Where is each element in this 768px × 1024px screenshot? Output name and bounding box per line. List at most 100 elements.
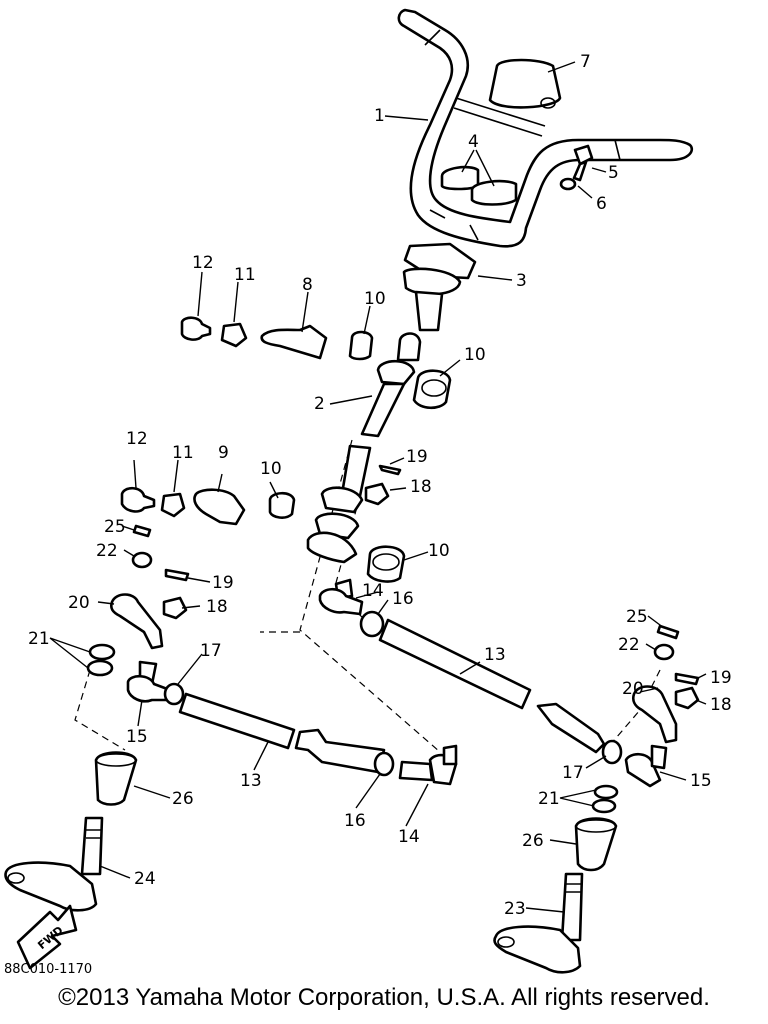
label-20-right: 20	[622, 679, 644, 699]
bolt-12-upper	[180, 316, 212, 341]
label-11-lower: 11	[172, 443, 194, 463]
cotter-pin-19-left	[164, 568, 190, 582]
label-19-right: 19	[710, 668, 732, 688]
label-16-right: 16	[392, 589, 414, 609]
label-5: 5	[608, 163, 619, 183]
locknut-17-left	[163, 682, 185, 706]
label-13-left: 13	[240, 771, 262, 791]
label-11-upper: 11	[234, 265, 256, 285]
label-17-right: 17	[562, 763, 584, 783]
nut-18-right	[674, 686, 700, 710]
label-10-d: 10	[428, 541, 450, 561]
label-18-center: 18	[410, 477, 432, 497]
nut-22-right	[653, 643, 675, 661]
label-9: 9	[218, 443, 229, 463]
bushing-10-d	[366, 545, 406, 583]
tie-rod-end-15-right	[624, 744, 668, 788]
steering-shaft-holder	[402, 242, 477, 332]
label-7: 7	[580, 52, 591, 72]
label-26-left: 26	[172, 789, 194, 809]
label-15-left: 15	[126, 727, 148, 747]
drawing-code: 88C010-1170	[4, 962, 92, 977]
knuckle-arm-20-right	[631, 685, 678, 744]
boot-26-left	[94, 751, 138, 806]
callout-lines	[49, 61, 707, 913]
label-16-left: 16	[344, 811, 366, 831]
part-number-labels: 1 2 3 4 5 6 7 8 10 10 10 11 12 12 11 9 1…	[28, 52, 732, 919]
label-17-left: 17	[200, 641, 222, 661]
nut-18-center	[364, 482, 390, 506]
label-10-b: 10	[464, 345, 486, 365]
cotter-pin-25-right	[656, 624, 680, 640]
handlebar	[397, 8, 694, 248]
label-3: 3	[516, 271, 527, 291]
locknut-16-left	[373, 751, 395, 777]
spacer-21-right-b	[591, 798, 617, 814]
label-4: 4	[468, 132, 479, 152]
cotter-pin-25-left	[132, 524, 152, 538]
label-18-left: 18	[206, 597, 228, 617]
steering-knuckle-23	[493, 872, 584, 974]
label-14-right: 14	[362, 581, 384, 601]
label-18-right: 18	[710, 695, 732, 715]
label-24: 24	[134, 869, 156, 889]
fwd-arrow-icon: FWD	[16, 904, 78, 970]
label-10-a: 10	[364, 289, 386, 309]
nut-11-upper	[220, 322, 248, 348]
bushing-10-a	[348, 330, 374, 361]
label-26-right: 26	[522, 831, 544, 851]
label-20-left: 20	[68, 593, 90, 613]
spacer-21-right-a	[593, 784, 619, 800]
label-10-c: 10	[260, 459, 282, 479]
guide-line-knuckle-left	[74, 669, 126, 751]
label-2-upper: 2	[314, 394, 325, 414]
locknut-16-right	[359, 610, 385, 638]
handlebar-cover	[488, 58, 562, 109]
label-22-left: 22	[96, 541, 118, 561]
tie-rod-end-14-right	[318, 578, 364, 616]
cotter-pin-19-center	[378, 464, 402, 476]
upper-handlebar-holders	[440, 165, 518, 206]
label-19-center: 19	[406, 447, 428, 467]
tie-rod-13-left	[178, 692, 386, 774]
bushing-10-c	[268, 491, 296, 519]
bracket-8	[260, 324, 328, 360]
steering-knuckle-24	[4, 816, 104, 912]
spacer-21-left-a	[88, 643, 116, 661]
bracket-9	[193, 488, 246, 526]
label-1: 1	[374, 106, 385, 126]
nut-22-left	[131, 551, 153, 569]
copyright-notice: ©2013 Yamaha Motor Corporation, U.S.A. A…	[58, 984, 710, 1011]
knuckle-arm-20-left	[109, 593, 164, 650]
tie-rod-end-14-left	[398, 744, 458, 786]
spacer-21-left-b	[86, 659, 114, 677]
steering-column	[360, 332, 422, 438]
nut-18-left	[162, 596, 188, 620]
label-14-left: 14	[398, 827, 420, 847]
washer-6	[559, 177, 577, 191]
tie-rod-end-15-left	[126, 660, 172, 703]
steering-column-lower	[306, 444, 372, 564]
label-25-right: 25	[626, 607, 648, 627]
label-13-right: 13	[484, 645, 506, 665]
label-23: 23	[504, 899, 526, 919]
bolt-12-lower	[120, 486, 156, 513]
guide-line-knuckle-right	[609, 669, 661, 746]
boot-26-right	[574, 817, 618, 872]
label-6: 6	[596, 194, 607, 214]
label-21-left: 21	[28, 629, 50, 649]
bolt-5	[572, 144, 594, 182]
label-12-lower: 12	[126, 429, 148, 449]
tie-rod-13-right	[378, 618, 606, 754]
bushing-10-b	[412, 369, 452, 410]
nut-11-lower	[160, 492, 186, 518]
label-15-right: 15	[690, 771, 712, 791]
label-21-right: 21	[538, 789, 560, 809]
label-22-right: 22	[618, 635, 640, 655]
label-25-left: 25	[104, 517, 126, 537]
locknut-17-right	[601, 739, 623, 765]
cotter-pin-19-right	[674, 672, 700, 686]
label-12-upper: 12	[192, 253, 214, 273]
label-19-left: 19	[212, 573, 234, 593]
